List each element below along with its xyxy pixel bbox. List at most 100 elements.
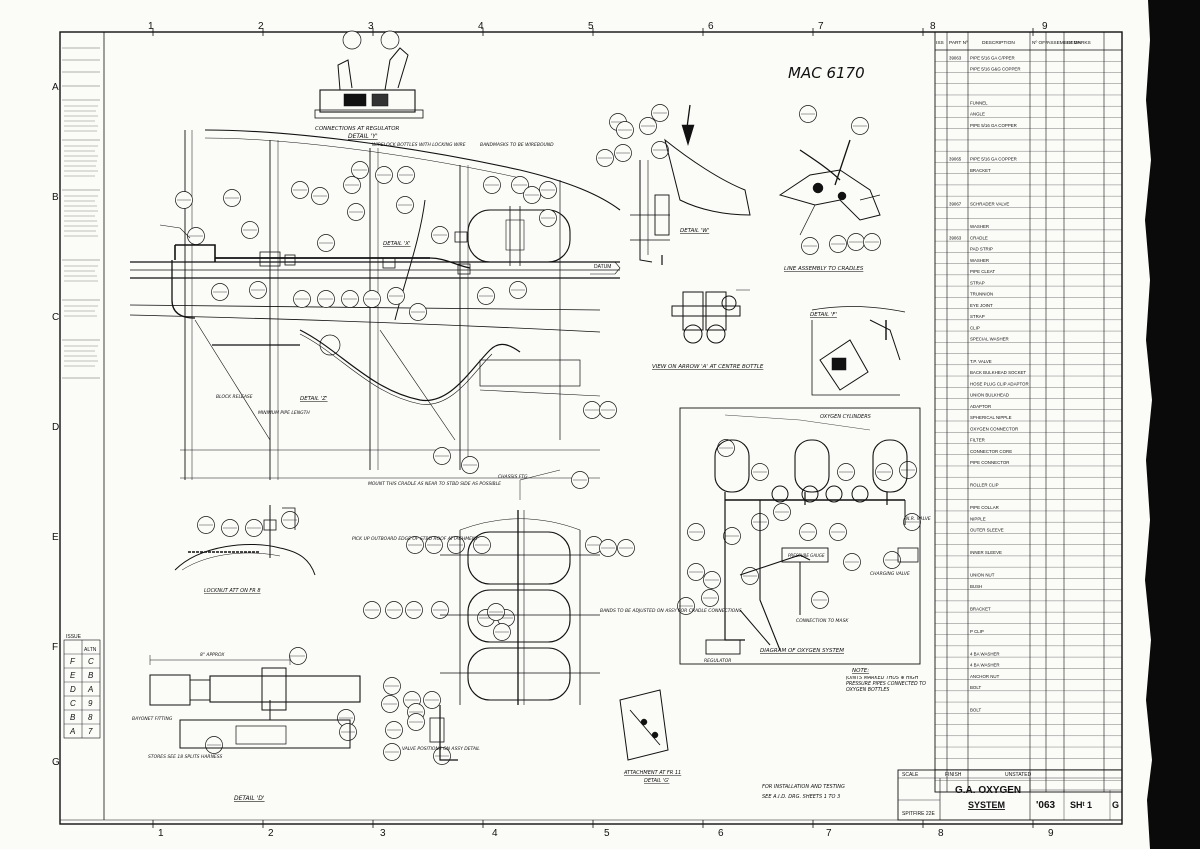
detail-y-label: DETAIL 'Y' [348,133,378,140]
lock-note: WIRELOCK BOTTLES WITH LOCKING WIRE [372,142,466,148]
col-label: 4 [492,828,498,839]
alterations-strip [62,32,105,820]
dimension-label: 8" APPROX [200,652,225,658]
drawing-title: G.A. OXYGEN [955,785,1021,796]
regulator-label-diagram: REGULATOR [704,658,731,664]
view-arrow-label: VIEW ON ARROW 'A' AT CENTRE BOTTLE [652,364,764,370]
schedule-description: OUTER SLEEVE [970,528,1004,533]
schedule-description: P CLIP [970,629,984,634]
schedule-description: BACK BULKHEAD SOCKET [970,370,1026,375]
schedule-description: BRACKET [970,168,991,173]
bands-note: BANDS TO BE ADJUSTED ON ASSY FOR CRADLE … [600,608,742,614]
installation-refs: SEE A.I.D. DRG. SHEETS 1 TO 3 [762,794,840,800]
issue-cell: C [88,657,94,666]
row-label: D [52,422,59,433]
col-label: 9 [1042,21,1048,32]
schedule-description: HOSE PLUG CLIP ADAPTOR [970,381,1029,386]
schedule-description: ANCHOR NUT [970,674,1000,679]
schedule-header: DESCRIPTION [982,40,1015,46]
schedule-header: REMARKS [1067,40,1091,46]
drawing-border [59,31,1123,825]
note-body: JOINTS MARKED THUS ⊕ HIGH PRESSURE PIPES… [846,676,926,693]
row-label: E [52,532,59,543]
regulator-connection [314,30,424,119]
schedule-description: BOLT [970,708,981,713]
bandmasks-note: BANDMASKS TO BE WIREBOUND [480,142,554,148]
detail-w-view [630,104,751,265]
schedule-description: FUNNEL [970,100,988,105]
schedule-description: FILTER [970,438,985,443]
locknut-label: LOCKNUT ATT ON FR 8 [204,588,261,594]
schedule-description: BUSH [970,584,982,589]
issue-cell: A [87,685,93,694]
col-label: 5 [604,828,610,839]
grid-row-letters: A B C D E F G [52,82,60,768]
issue-cell: F [70,657,76,666]
cradle-plan-view [429,469,600,761]
row-label: C [52,312,59,323]
issue-cell: D [70,685,76,694]
issue-cell: B [88,671,94,680]
issue-header: ISSUE [66,634,82,640]
scan-edge [1145,0,1200,849]
schedule-description: OXYGEN CONNECTOR [970,426,1018,431]
charging-valve-label: CHARGING VALVE [870,571,910,577]
cylinders-label: OXYGEN CYLINDERS [820,414,872,420]
schedule-description: UNION BULKHEAD [970,393,1009,398]
schedule-description: 4 BA WASHER [970,663,1000,668]
connection-mask-label: CONNECTION TO MASK [796,618,849,624]
detail-z-label: DETAIL 'Z' [300,396,328,402]
detail-x-label: DETAIL 'X' [383,241,411,247]
schedule-description: STRAP [970,314,985,319]
schedule-description: CRADLE [970,235,988,240]
schedule-header: ISS [936,40,944,46]
schedule-description: BOLT [970,685,981,690]
schedule-header: Nº OFF [1032,40,1048,46]
grid-bottom-numbers: 1 2 3 4 5 6 7 8 9 [158,828,1054,839]
row-label: B [52,192,59,203]
tolerance-label: UNSTATED [1005,772,1032,778]
schedule-part-number: 39065 [949,157,962,162]
schedule-description: PIPE 5/16 GA COPPER [970,157,1017,162]
handwritten-reference: MAC 6170 [788,64,865,82]
schedule-description: WASHER [970,258,989,263]
col-label: 3 [380,828,386,839]
grid-top-numbers: 1 2 3 4 5 6 7 8 9 [148,21,1048,32]
grid-bottom [152,820,1034,828]
schedule-description: PIPE CONNECTOR [970,460,1009,465]
attachment-fr11 [619,689,669,761]
title-block: SCALE FINISH UNSTATED SPITFIRE 22E G.A. … [897,769,1123,821]
pick-up-note: PICK UP OUTBOARD EDGE OF STBD ROOF ATTAC… [352,536,479,542]
col-label: 3 [368,21,374,32]
issue-letter: G [1112,800,1119,810]
schedule-description: T.P. VALVE [970,359,992,364]
attachment-label: ATTACHMENT AT FR 11 [623,770,681,776]
schedule-description: PIPE CLEAT [970,269,995,274]
schedule-description: UNION NUT [970,573,995,578]
cradle-detail [778,139,881,236]
grid-top [152,28,1034,36]
schedule-description: SPHERICAL NIPPLE [970,415,1012,420]
schedule-description: PIPE 5/16 GA C/PPER [970,55,1015,60]
issue-table: ISSUE ALTN F C E B D A C 9 B 8 A 7 [63,634,101,739]
finish-label: FINISH [945,772,962,778]
schedule-description: INNER SLEEVE [970,550,1002,555]
mount-cradle-note: MOUNT THIS CRADLE AS NEAR TO STBD SIDE A… [368,481,501,487]
schedule-description: SCHRADER VALVE [970,202,1009,207]
schedule-part-number: 39063 [949,235,962,240]
col-label: 5 [588,21,594,32]
left-detail-bubbles [159,224,191,239]
locknut-view [174,505,316,576]
aircraft-label: SPITFIRE 22E [902,811,935,817]
schedule-description: NIPPLE [970,516,986,521]
drawing-subtitle: SYSTEM [968,800,1005,810]
schedule-description: PAD STRIP [970,247,993,252]
schedule-description: EYE JOINT [970,303,993,308]
col-label: 8 [930,21,936,32]
schedule-description: STRAP [970,280,985,285]
schedule-part-number: 39067 [949,202,962,207]
schedule-part-number: 39063 [949,55,962,60]
schedule-description: ADAPTOR [970,404,991,409]
